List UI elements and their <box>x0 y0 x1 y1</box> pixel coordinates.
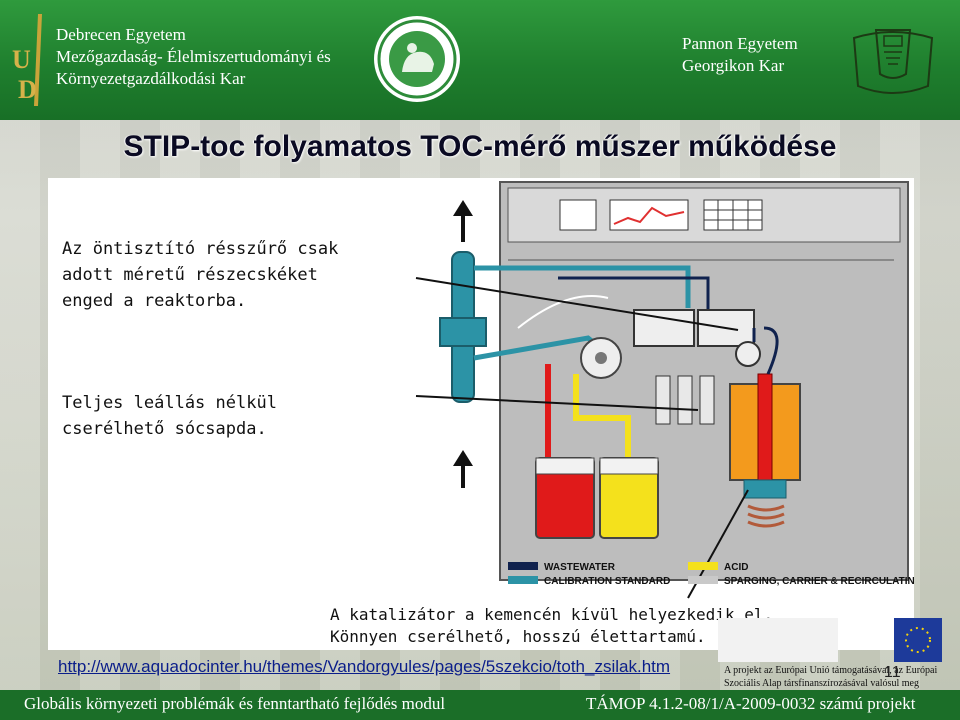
flow-unit-left <box>633 309 695 347</box>
cooling-coil <box>747 504 785 528</box>
annotation-filter: Az öntisztító résszűrő csak adott méretű… <box>62 239 339 311</box>
meter-icon <box>559 199 597 231</box>
salt-trap-tube-1 <box>655 375 671 425</box>
header-left-line-3: Környezetgazdálkodási Kar <box>56 69 246 88</box>
header-left-text: Debrecen Egyetem Mezőgazdaság- Élelmisze… <box>56 24 331 90</box>
salt-trap-tube-2 <box>677 375 693 425</box>
legend-label-sparging: SPARGING, CARRIER & RECIRCULATING GAS <box>724 576 914 587</box>
ud-logo-icon: U D <box>12 14 42 106</box>
header-left-line-2: Mezőgazdaság- Élelmiszertudományi és <box>56 47 331 66</box>
legend-swatch-calibration <box>508 576 538 584</box>
eu-project-logo <box>718 618 838 662</box>
university-seal-icon <box>374 16 460 102</box>
header-bar <box>0 0 960 120</box>
annotation-salt-trap: Teljes leállás nélkül cserélhető sócsapd… <box>62 393 277 439</box>
toc-analyzer-diagram: WASTEWATER CALIBRATION STANDARD ACID SPA… <box>415 181 947 599</box>
source-link[interactable]: http://www.aquadocinter.hu/themes/Vandor… <box>58 657 671 676</box>
leader-line-2 <box>415 395 699 411</box>
footer-bar <box>0 690 960 720</box>
acid-line <box>573 374 631 468</box>
page-title: STIP-toc folyamatos TOC-mérő műszer műkö… <box>123 130 837 163</box>
leader-line-1 <box>415 277 739 331</box>
pannon-crest-icon <box>852 29 934 94</box>
footer-module-title: Globális környezeti problémák és fenntar… <box>24 694 446 713</box>
legend-swatch-acid <box>688 562 718 570</box>
diagram-panel: WASTEWATER CALIBRATION STANDARD ACID SPA… <box>48 178 947 650</box>
footer-project-id: TÁMOP 4.1.2-08/1/A-2009-0032 számú proje… <box>586 694 916 713</box>
header-right-line-2: Georgikon Kar <box>682 56 785 75</box>
legend-label-acid: ACID <box>724 562 748 573</box>
eu-funding-note: A projekt az Európai Unió támogatásával,… <box>724 665 938 689</box>
legend-label-calibration: CALIBRATION STANDARD <box>544 576 670 587</box>
svg-text:D: D <box>18 75 37 104</box>
gas-pump <box>735 341 761 367</box>
svg-text:U: U <box>12 45 31 74</box>
catalyst-cartridge <box>743 479 787 499</box>
legend-swatch-wastewater <box>508 562 538 570</box>
eu-logos <box>718 618 942 662</box>
diagram-legend: WASTEWATER CALIBRATION STANDARD ACID SPA… <box>508 562 947 587</box>
header-right-text: Pannon Egyetem Georgikon Kar <box>682 33 798 77</box>
legend-label-wastewater: WASTEWATER <box>544 562 616 573</box>
salt-trap-tube-3 <box>699 375 715 425</box>
display-screen <box>609 199 689 231</box>
reactor-tube <box>757 373 773 487</box>
eu-flag-icon <box>894 618 942 662</box>
header-left-line-1: Debrecen Egyetem <box>56 25 186 44</box>
page-number: 11 <box>884 664 901 681</box>
header-right-line-1: Pannon Egyetem <box>682 34 798 53</box>
legend-swatch-sparging <box>688 576 718 584</box>
annotation-catalyst: A katalizátor a kemencén kívül helyezked… <box>330 605 774 646</box>
